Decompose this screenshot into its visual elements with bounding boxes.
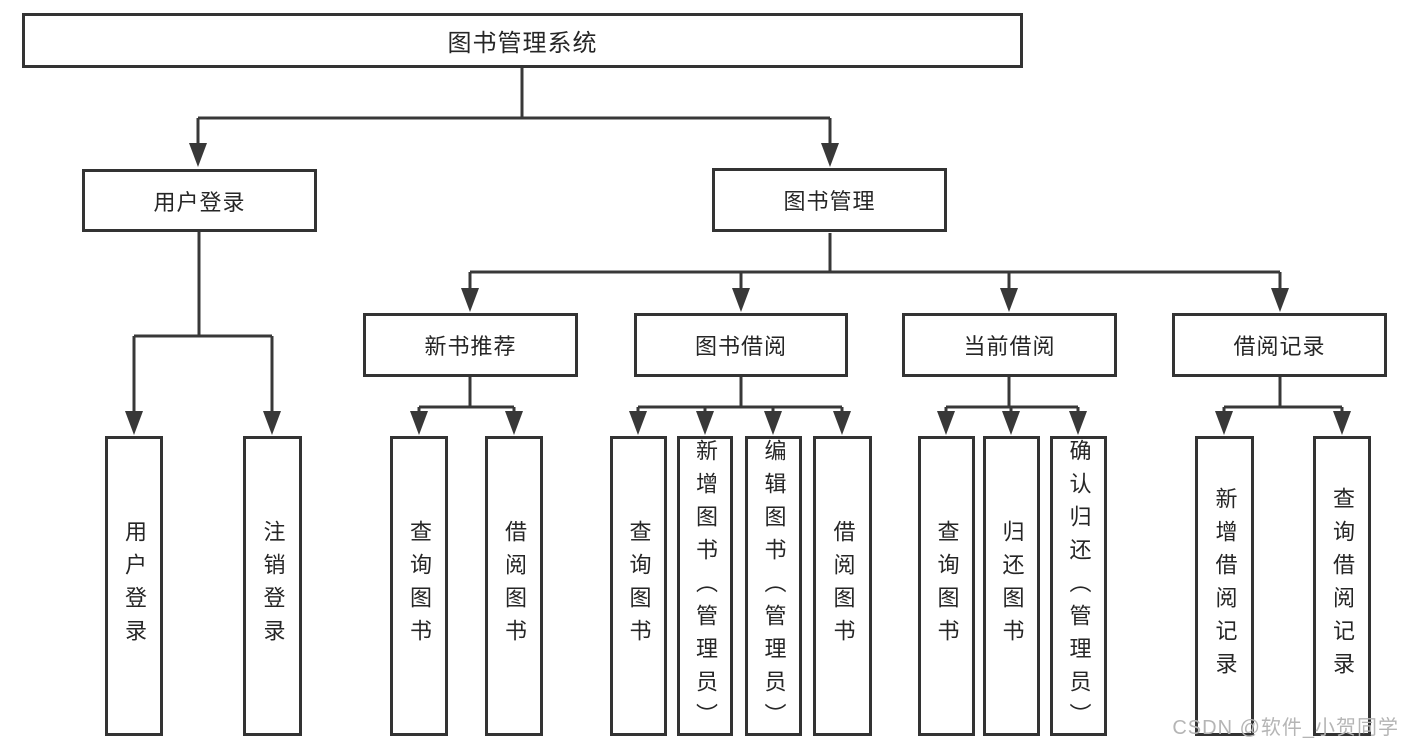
leaf-current-return-books-label: 归还图书 xyxy=(999,520,1025,652)
leaf-newbook-query-books-label: 查询图书 xyxy=(407,520,432,652)
leaf-records-add-record: 新增借阅记录 xyxy=(1195,436,1254,736)
leaf-records-query-record-label: 查询借阅记录 xyxy=(1330,487,1355,685)
node-borrowing-records: 借阅记录 xyxy=(1172,313,1387,377)
csdn-watermark: CSDN @软件_小贺同学 xyxy=(1172,717,1399,739)
node-new-book-recommendation: 新书推荐 xyxy=(363,313,578,377)
leaf-records-add-record-label: 新增借阅记录 xyxy=(1212,487,1238,685)
node-book-borrowing: 图书借阅 xyxy=(634,313,848,377)
leaf-current-query-books: 查询图书 xyxy=(918,436,975,736)
node-user-login: 用户登录 xyxy=(82,169,317,232)
leaf-borrow-add-books-admin-label: 新增图书（管理员） xyxy=(693,439,718,736)
leaf-borrow-query-books: 查询图书 xyxy=(610,436,667,736)
leaf-logout-label: 注销登录 xyxy=(260,520,286,652)
leaf-logout: 注销登录 xyxy=(243,436,302,736)
leaf-user-login-label: 用户登录 xyxy=(122,520,147,652)
leaf-borrow-borrow-books: 借阅图书 xyxy=(813,436,872,736)
leaf-user-login: 用户登录 xyxy=(105,436,163,736)
leaf-borrow-edit-books-admin: 编辑图书（管理员） xyxy=(745,436,802,736)
node-library-management-system: 图书管理系统 xyxy=(22,13,1023,68)
leaf-newbook-borrow-books-label: 借阅图书 xyxy=(502,520,527,652)
leaf-borrow-query-books-label: 查询图书 xyxy=(626,520,652,652)
arrowheads xyxy=(125,143,1351,435)
leaf-current-query-books-label: 查询图书 xyxy=(934,520,960,652)
leaf-borrow-add-books-admin: 新增图书（管理员） xyxy=(677,436,733,736)
node-book-management: 图书管理 xyxy=(712,168,947,232)
leaf-current-confirm-return-admin-label: 确认归还（管理员） xyxy=(1066,439,1092,736)
leaf-records-query-record: 查询借阅记录 xyxy=(1313,436,1371,736)
leaf-newbook-query-books: 查询图书 xyxy=(390,436,448,736)
leaf-current-confirm-return-admin: 确认归还（管理员） xyxy=(1050,436,1107,736)
node-current-borrowing: 当前借阅 xyxy=(902,313,1117,377)
leaf-borrow-edit-books-admin-label: 编辑图书（管理员） xyxy=(761,439,787,736)
leaf-current-return-books: 归还图书 xyxy=(983,436,1040,736)
leaf-borrow-borrow-books-label: 借阅图书 xyxy=(830,520,856,652)
leaf-newbook-borrow-books: 借阅图书 xyxy=(485,436,543,736)
